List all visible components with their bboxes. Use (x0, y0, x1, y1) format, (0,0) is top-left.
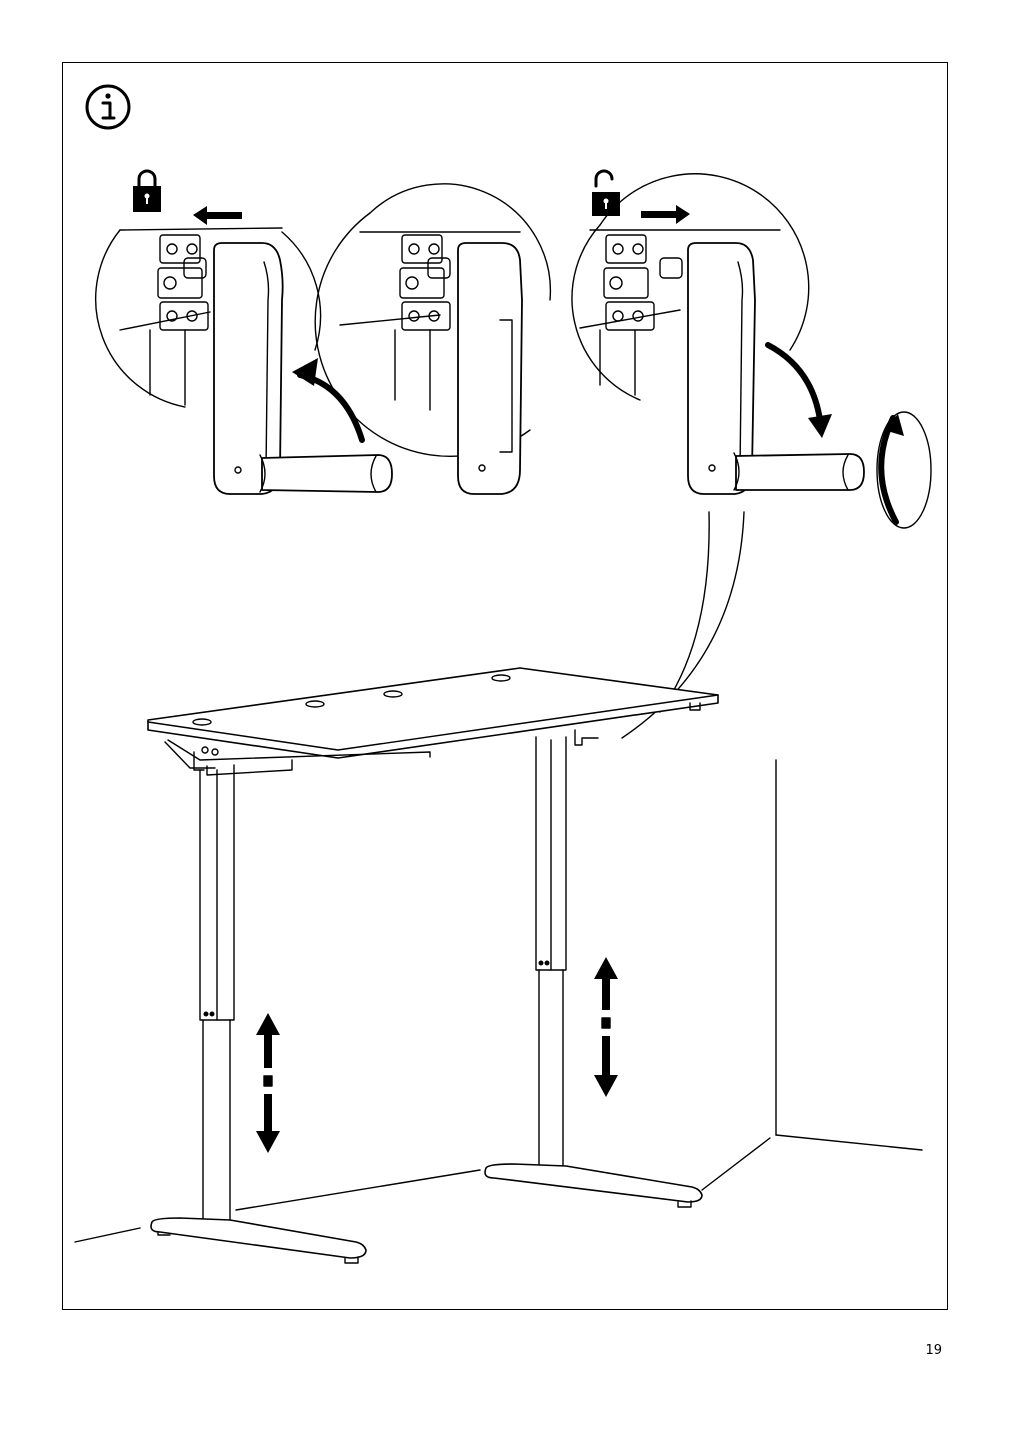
arrow-right-icon (641, 205, 690, 224)
up-down-arrow-icon (256, 1013, 280, 1153)
rotate-icon (877, 412, 931, 528)
room-outline (75, 760, 922, 1242)
detail-middle (315, 184, 550, 494)
info-icon (87, 86, 129, 128)
detail-locked (96, 228, 392, 494)
height-adjustable-desk (148, 668, 718, 1263)
arrow-left-icon (193, 206, 242, 225)
lock-closed-icon (133, 171, 161, 212)
up-down-arrow-icon (594, 957, 618, 1097)
detail-unlocked (572, 174, 864, 494)
lock-open-icon (592, 171, 620, 216)
page-number: 19 (925, 1343, 942, 1358)
instruction-frame (62, 62, 948, 1310)
